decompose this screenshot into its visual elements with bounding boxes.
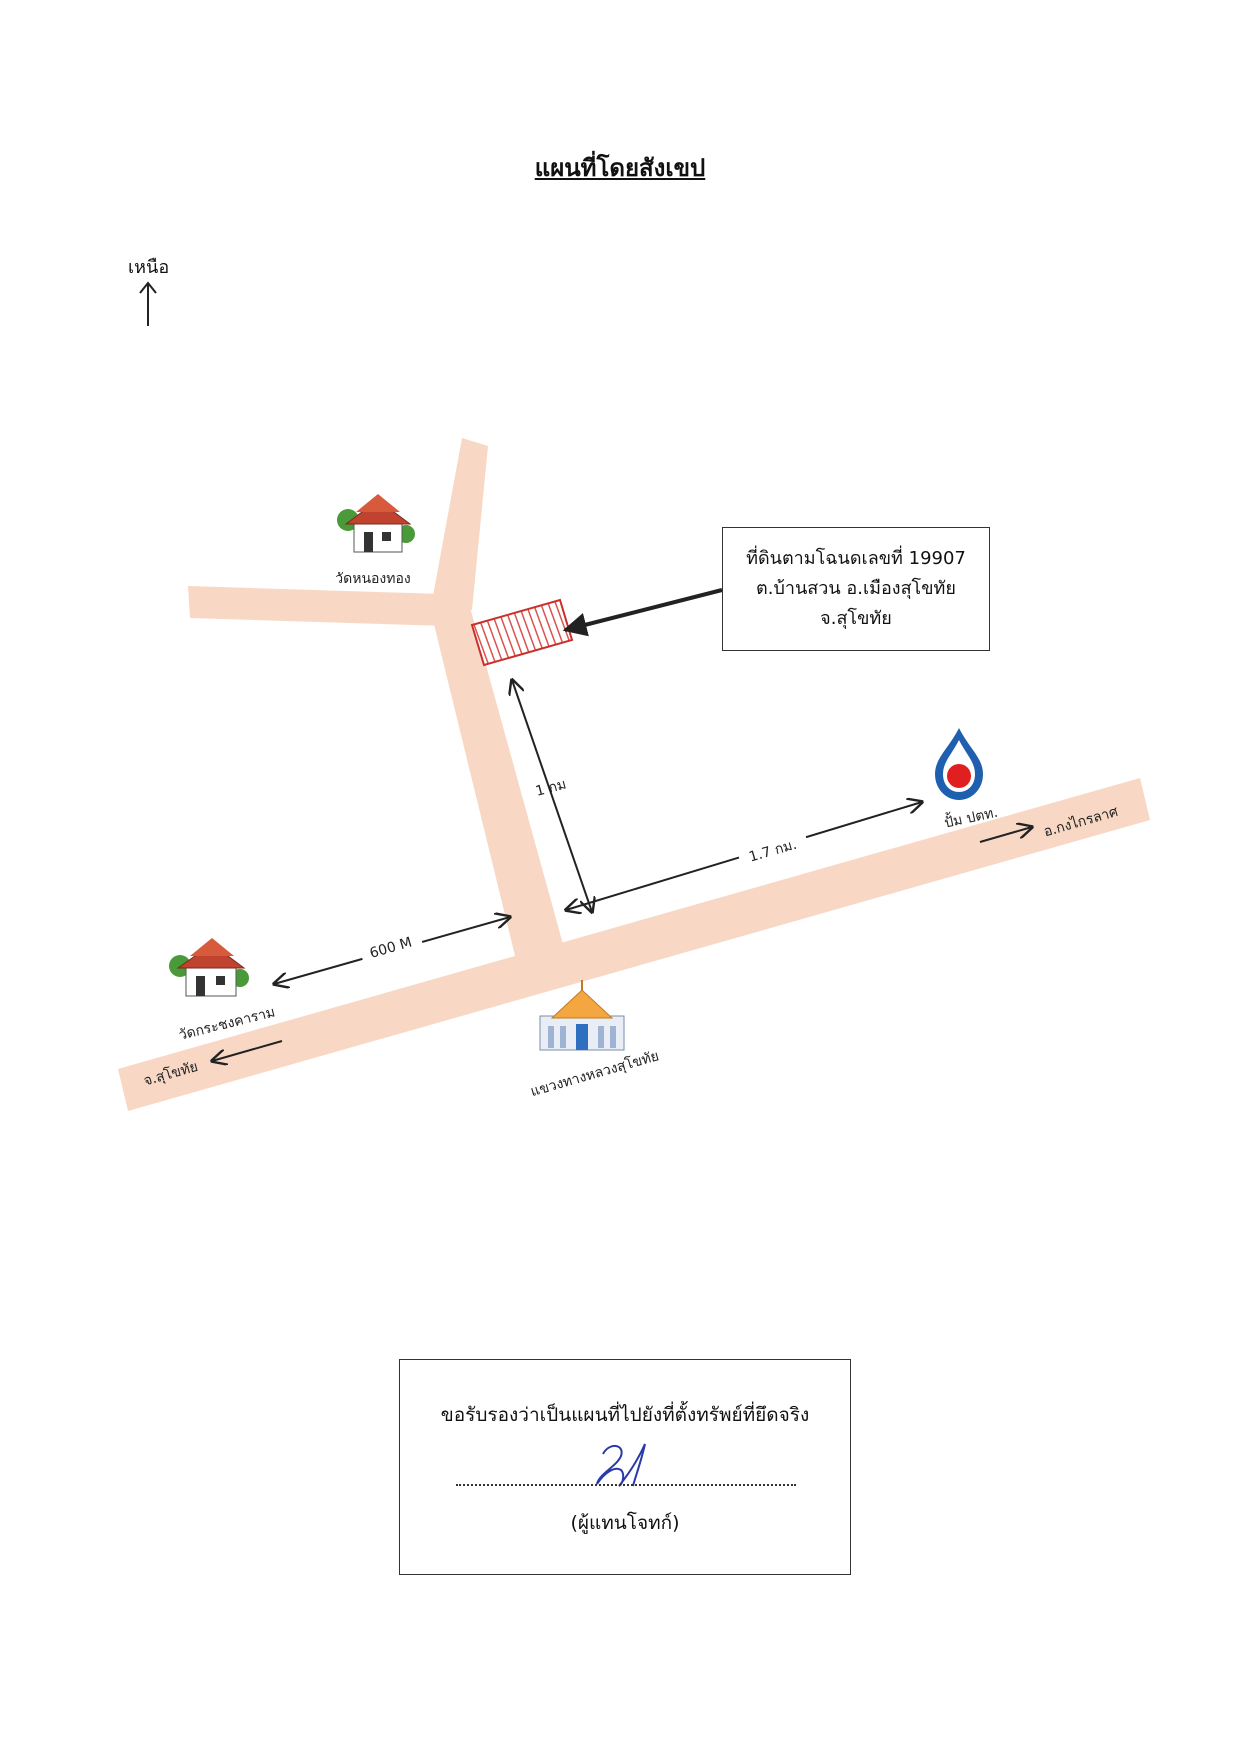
signature <box>596 1443 646 1487</box>
signer-role: (ผู้แทนโจทก์) <box>570 1512 680 1534</box>
land-label-line2: ต.บ้านสวน อ.เมืองสุโขทัย <box>756 578 956 599</box>
temple-icon-west <box>169 938 249 997</box>
north-road <box>430 438 488 612</box>
highway-office-label: แขวงทางหลวงสุโขทัย <box>529 1047 661 1100</box>
certification-box: ขอรับรองว่าเป็นแผนที่ไปยังที่ตั้งทรัพย์ท… <box>399 1359 851 1575</box>
map-title: แผนที่โดยสังเขป <box>534 154 706 182</box>
government-building-icon <box>539 980 625 1051</box>
temple-north-label: วัดหนองทอง <box>335 571 410 587</box>
signature-line <box>456 1484 796 1486</box>
land-plot-label-box: ที่ดินตามโฉนดเลขที่ 19907 ต.บ้านสวน อ.เม… <box>722 527 990 651</box>
north-arrow-icon <box>139 281 157 326</box>
land-plot-marker <box>470 598 574 667</box>
west-branch-road <box>188 586 446 626</box>
certification-statement: ขอรับรองว่าเป็นแผนที่ไปยังที่ตั้งทรัพย์ท… <box>440 1404 810 1426</box>
land-label-line3: จ.สุโขทัย <box>820 608 892 629</box>
direction-arrow-east <box>979 827 1032 843</box>
land-label-line1: ที่ดินตามโฉนดเลขที่ 19907 <box>746 548 966 569</box>
temple-icon-north <box>337 494 415 553</box>
ptt-gas-station-icon <box>935 728 983 800</box>
direction-arrow-west <box>212 1040 283 1061</box>
land-plot-pointer-arrow <box>562 588 723 637</box>
north-label: เหนือ <box>128 257 170 278</box>
distance-plot-label: 1 กม <box>534 776 568 799</box>
